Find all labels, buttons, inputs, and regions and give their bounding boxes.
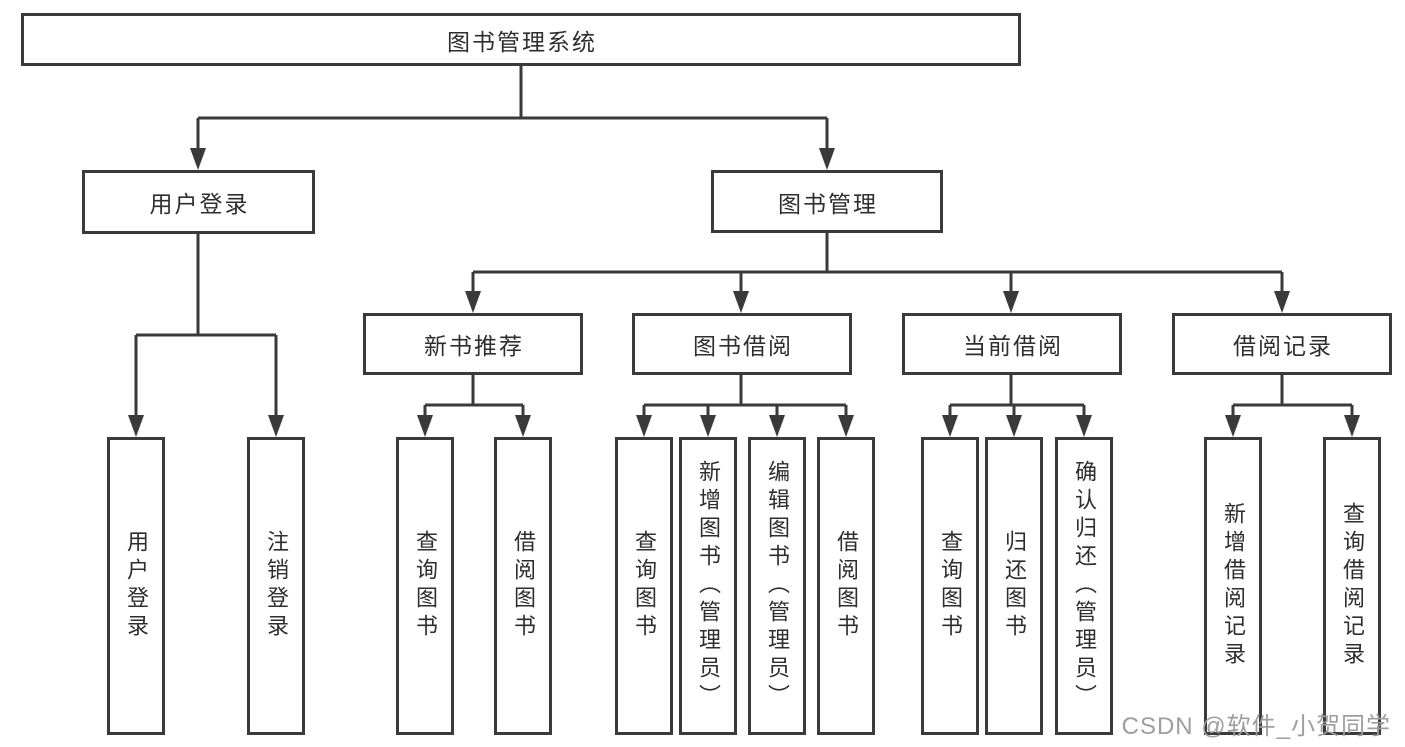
leaf-nb-borrow-books: 借阅图书 bbox=[494, 437, 552, 735]
leaf-cb-return-books: 归还图书 bbox=[985, 437, 1043, 735]
node-borrow-records: 借阅记录 bbox=[1172, 313, 1392, 375]
connector-arrowheads bbox=[128, 148, 1360, 437]
leaf-br-add-record: 新增借阅记录 bbox=[1204, 437, 1262, 735]
leaf-br-query-record: 查询借阅记录 bbox=[1323, 437, 1381, 735]
leaf-user-login: 用户登录 bbox=[107, 437, 165, 735]
csdn-watermark: CSDN @软件_小贺同学 bbox=[1121, 713, 1391, 740]
leaf-bb-edit-books-admin: 编辑图书（管理员） bbox=[748, 437, 806, 735]
leaf-cb-confirm-return-admin: 确认归还（管理员） bbox=[1055, 437, 1113, 735]
leaf-logout: 注销登录 bbox=[247, 437, 305, 735]
node-user-login: 用户登录 bbox=[82, 170, 315, 234]
node-current-borrow: 当前借阅 bbox=[902, 313, 1122, 375]
node-book-management: 图书管理 bbox=[711, 170, 943, 233]
leaf-bb-query-books: 查询图书 bbox=[615, 437, 673, 735]
leaf-bb-borrow-books: 借阅图书 bbox=[817, 437, 875, 735]
node-root: 图书管理系统 bbox=[21, 13, 1021, 66]
leaf-cb-query-books: 查询图书 bbox=[921, 437, 979, 735]
leaf-nb-query-books: 查询图书 bbox=[396, 437, 454, 735]
node-book-borrow: 图书借阅 bbox=[632, 313, 852, 375]
leaf-bb-add-books-admin: 新增图书（管理员） bbox=[679, 437, 737, 735]
node-new-book-recommend: 新书推荐 bbox=[363, 313, 583, 375]
